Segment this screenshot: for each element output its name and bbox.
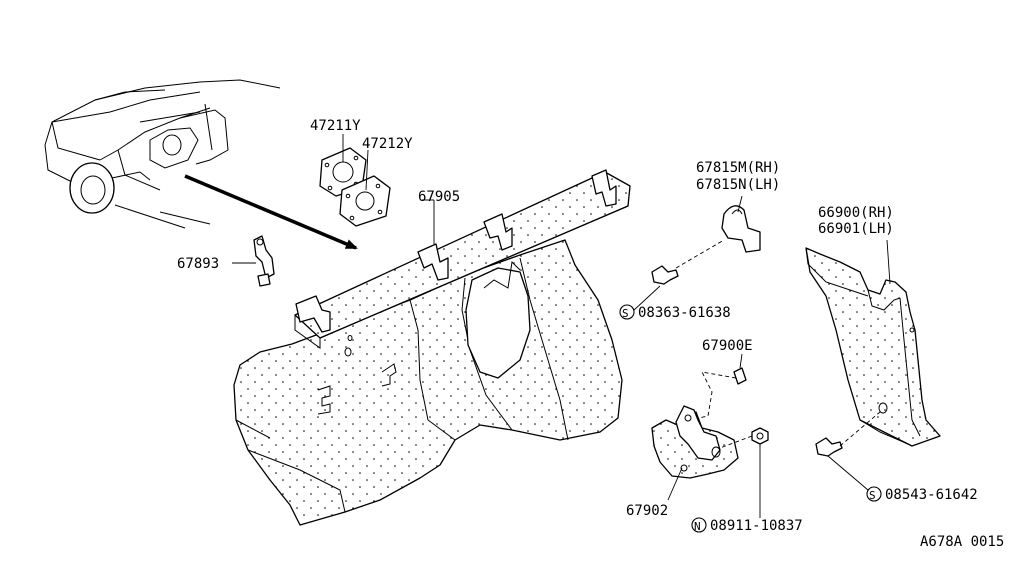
callout-08363: 08363-61638: [638, 305, 731, 321]
nut-symbol-letter: N: [694, 520, 701, 533]
callout-67902: 67902: [626, 503, 668, 519]
callout-67893: 67893: [177, 256, 219, 272]
screw-symbol-2: [866, 486, 882, 502]
dash-insulator-67905: [233, 169, 631, 526]
callout-66901: 66901(LH): [818, 221, 894, 237]
clip-67815: [721, 195, 761, 253]
callout-66900: 66900(RH): [818, 205, 894, 221]
location-arrow: [184, 174, 358, 250]
callout-08911: 08911-10837: [710, 518, 803, 534]
bracket-67902: [651, 405, 739, 501]
callout-67900e: 67900E: [702, 338, 753, 354]
callout-67815n: 67815N(LH): [696, 177, 780, 193]
nut-08911: [719, 427, 769, 518]
clip-67893: [253, 235, 275, 287]
screw-symbol-letter-2: S: [869, 489, 876, 502]
callout-67905: 67905: [418, 189, 460, 205]
gasket-47212y: [339, 175, 391, 227]
screw-symbol-letter: S: [622, 307, 629, 320]
screw-symbol: [619, 304, 635, 320]
screw-08363: [651, 239, 725, 285]
seal-67900e: [689, 353, 747, 421]
callout-08543: 08543-61642: [885, 487, 978, 503]
callout-47211y: 47211Y: [310, 118, 361, 134]
kick-plate-66900: [805, 239, 941, 447]
nut-symbol: [691, 517, 707, 533]
callout-67815m: 67815M(RH): [696, 160, 780, 176]
diagram-code: A678A 0015: [920, 534, 1004, 550]
callout-47212y: 47212Y: [362, 136, 413, 152]
screw-08543: [815, 411, 881, 491]
vehicle-locator: [44, 79, 281, 229]
